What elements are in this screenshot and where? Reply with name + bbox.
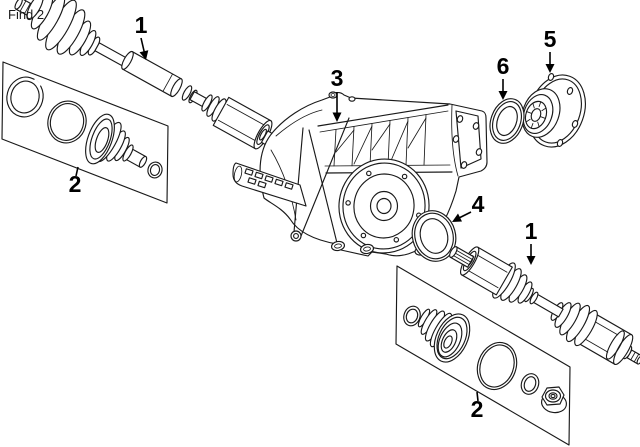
callout-1-left-axle[interactable]: 1 (135, 12, 149, 60)
callout-arrowhead (526, 256, 536, 265)
find-result-label: Find 2 (8, 7, 44, 22)
callout-leader (75, 166, 79, 177)
callout-2-left-boot-kit[interactable]: 2 (69, 166, 82, 197)
callout-arrow (140, 37, 146, 54)
axle-shaft-assembly-right (449, 246, 640, 366)
callout-arrowhead (139, 50, 149, 60)
callout-4-axle-seal[interactable]: 4 (452, 191, 485, 222)
callout-6-flange-seal[interactable]: 6 (497, 53, 510, 100)
callout-arrowhead (545, 64, 555, 73)
callout-label[interactable]: 3 (331, 65, 344, 91)
callout-leader (476, 391, 479, 402)
callout-arrow (458, 211, 472, 219)
callout-3-differential[interactable]: 3 (331, 65, 344, 122)
callout-arrowhead (498, 91, 508, 100)
callout-label[interactable]: 6 (497, 53, 510, 79)
callout-label[interactable]: 1 (135, 12, 148, 38)
companion-flange (521, 73, 586, 148)
axle-seal (411, 210, 457, 262)
callout-label[interactable]: 2 (471, 396, 484, 422)
callout-2-right-boot-kit[interactable]: 2 (471, 391, 484, 422)
callout-1-right-axle[interactable]: 1 (525, 218, 538, 265)
callout-label[interactable]: 4 (472, 191, 485, 217)
callout-arrowhead (332, 112, 342, 122)
boot-kit-panel-left (1, 61, 169, 204)
boot-kit-panel-right (395, 265, 571, 446)
callout-arrowhead (452, 213, 462, 222)
flange-seal (489, 98, 525, 144)
callout-5-companion-flange[interactable]: 5 (544, 26, 557, 73)
callout-label[interactable]: 5 (544, 26, 557, 52)
callout-label[interactable]: 2 (69, 171, 82, 197)
callout-label[interactable]: 1 (525, 218, 538, 244)
